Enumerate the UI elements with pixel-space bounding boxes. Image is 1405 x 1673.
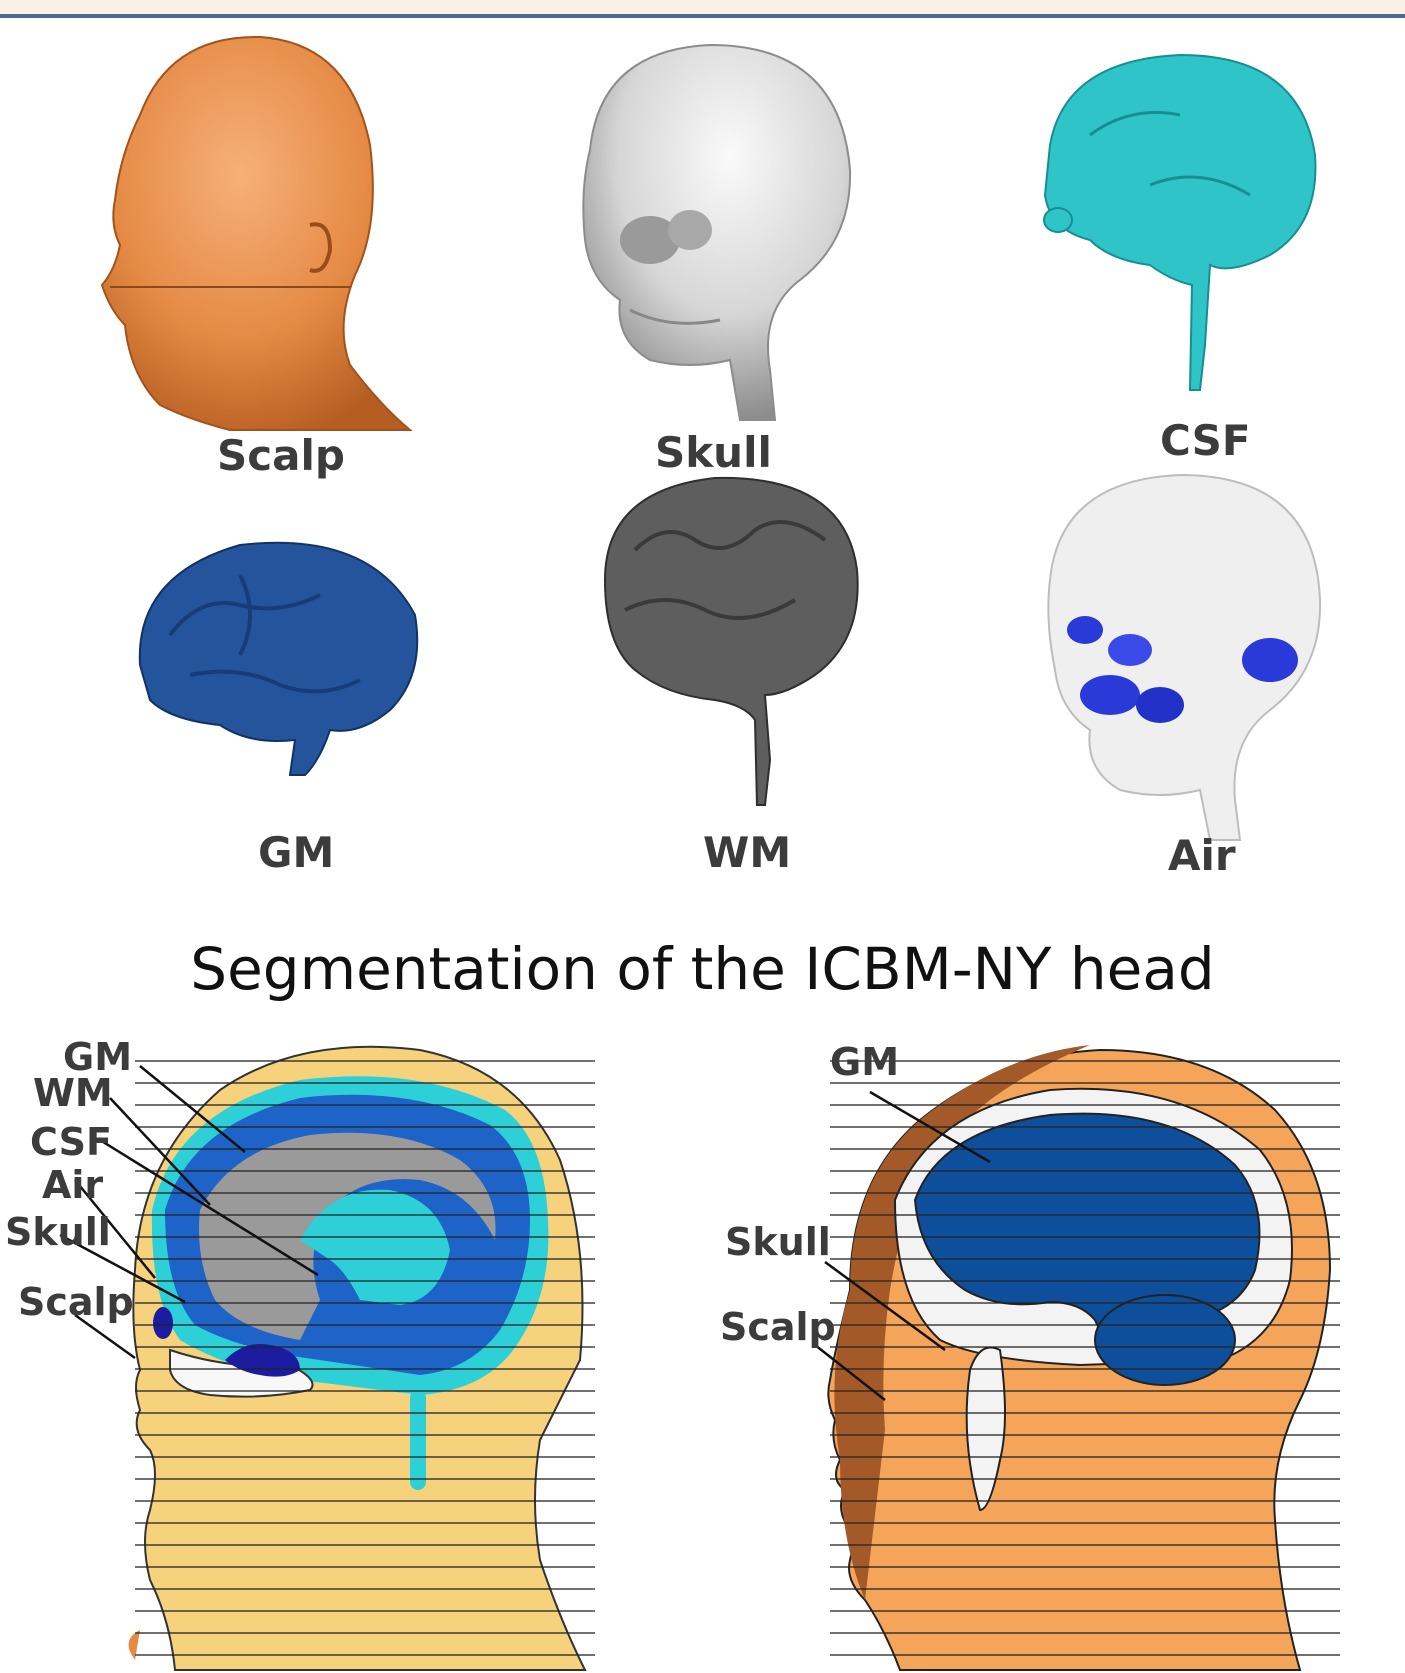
right-callout-scalp: Scalp: [720, 1305, 836, 1349]
wm-model-image: [595, 470, 865, 810]
csf-label: CSF: [1160, 420, 1251, 462]
left-callout-air: Air: [42, 1163, 103, 1207]
left-callout-wm: WM: [33, 1071, 113, 1115]
wm-label: WM: [703, 832, 791, 874]
figure-title: Segmentation of the ICBM-NY head: [0, 940, 1405, 998]
right-callout-gm: GM: [830, 1040, 899, 1084]
left-callout-csf: CSF: [30, 1120, 112, 1164]
skull-label: Skull: [655, 432, 772, 474]
right-callout-skull: Skull: [725, 1220, 831, 1264]
left-callout-skull: Skull: [5, 1210, 111, 1254]
scalp-model-image: [80, 25, 420, 445]
skull-model-image: [560, 40, 860, 430]
gm-label: GM: [258, 832, 334, 874]
air-model-image: [1030, 470, 1330, 850]
gm-model-image: [130, 535, 430, 785]
scalp-label: Scalp: [217, 435, 345, 477]
left-callout-scalp: Scalp: [18, 1280, 134, 1324]
left-sagittal-section: GM WM CSF Air Skull Scalp: [0, 1040, 600, 1673]
header-bar: [0, 0, 1405, 18]
right-sagittal-section: GM Skull Scalp: [700, 1040, 1405, 1673]
air-label: Air: [1168, 835, 1236, 877]
csf-model-image: [1030, 45, 1320, 395]
